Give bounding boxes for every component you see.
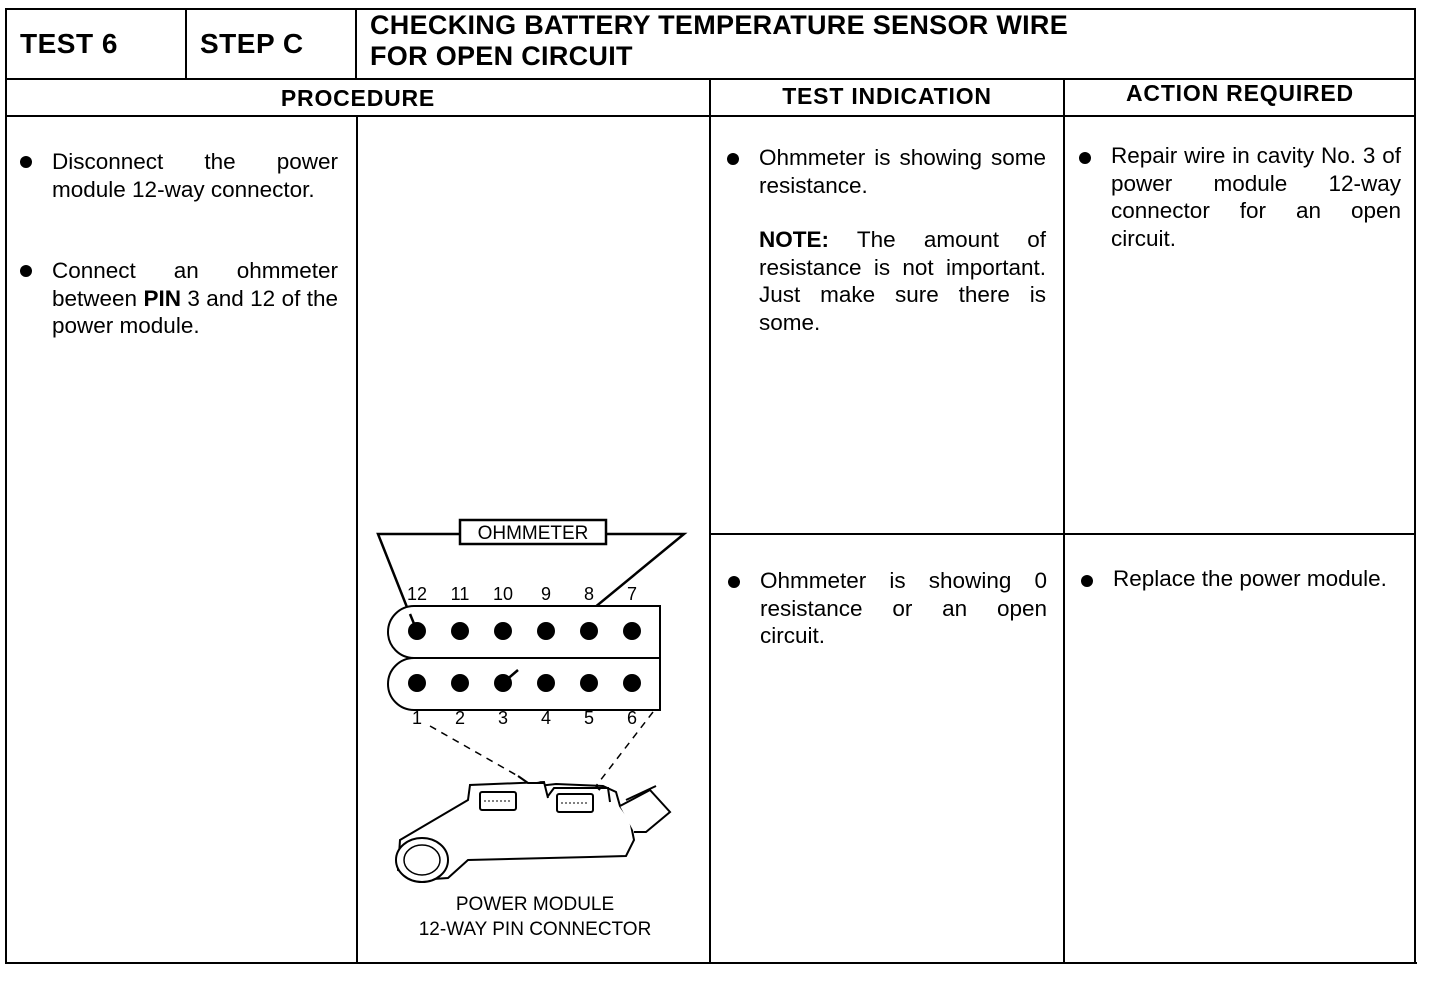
note-label: NOTE: bbox=[759, 227, 829, 252]
pin-number: 3 bbox=[498, 708, 508, 728]
page-title: CHECKING BATTERY TEMPERATURE SENSOR WIRE… bbox=[370, 10, 1068, 72]
pin-number: 6 bbox=[627, 708, 637, 728]
caption-line-1: POWER MODULE bbox=[456, 894, 614, 915]
indication-1: Ohmmeter is showing some resistance. bbox=[759, 145, 1046, 198]
bullet-icon bbox=[728, 576, 740, 588]
action-2: Replace the power module. bbox=[1113, 566, 1387, 591]
indication-2: Ohmmeter is showing 0 resistance or an o… bbox=[760, 568, 1047, 648]
column-header-test-indication: TEST INDICATION bbox=[782, 83, 992, 109]
pin-number: 2 bbox=[455, 708, 465, 728]
top-pin-row bbox=[408, 622, 641, 640]
caption-line-2: 12-WAY PIN CONNECTOR bbox=[419, 919, 652, 940]
title-line-1: CHECKING BATTERY TEMPERATURE SENSOR WIRE bbox=[370, 10, 1069, 40]
pin-number: 4 bbox=[541, 708, 551, 728]
pin-connector bbox=[387, 605, 661, 711]
step-label: STEP C bbox=[200, 28, 304, 59]
note-text: The amount of resistance is not importan… bbox=[759, 227, 1046, 335]
ohmmeter-box bbox=[458, 518, 608, 546]
bullet-icon bbox=[1079, 152, 1091, 164]
test-number: TEST 6 bbox=[20, 28, 118, 59]
projection-lines bbox=[429, 711, 654, 787]
pin-number: 8 bbox=[584, 584, 594, 604]
pin-number: 12 bbox=[407, 584, 427, 604]
action-1: Repair wire in cavity No. 3 of power mod… bbox=[1111, 143, 1401, 251]
ohmmeter-label: OHMMETER bbox=[478, 523, 589, 544]
title-line-2: FOR OPEN CIRCUIT bbox=[370, 41, 633, 71]
column-header-action-required: ACTION REQUIRED bbox=[1126, 80, 1354, 106]
connector-diagram: OHMMETER 12 11 10 9 8 7 1 2 3 bbox=[376, 518, 688, 940]
procedure-step-1: Disconnect the power module 12-way conne… bbox=[52, 149, 338, 202]
pin-number: 11 bbox=[451, 584, 470, 604]
step-2-text-a: Connect an ohmmeter between bbox=[52, 258, 338, 311]
column-header-procedure: PROCEDURE bbox=[280, 85, 436, 111]
bullet-icon bbox=[727, 153, 739, 165]
bullet-icon bbox=[1081, 575, 1093, 587]
pin-number: 10 bbox=[493, 584, 513, 604]
step-2-text-b: 3 and 12 of the power module. bbox=[52, 285, 338, 339]
step-2-pin-label: PIN bbox=[143, 285, 181, 311]
note-1: NOTE: The amount of resistance is not im… bbox=[759, 226, 1046, 336]
procedure-step-2: Connect an ohmmeter between PIN 3 and 12… bbox=[52, 257, 338, 340]
pin-number: 9 bbox=[541, 584, 551, 604]
pin-number: 5 bbox=[584, 708, 594, 728]
pin-number: 7 bbox=[627, 584, 637, 604]
bullet-icon bbox=[20, 265, 32, 277]
power-module-illustration bbox=[395, 775, 672, 883]
pin-number: 1 bbox=[412, 708, 422, 728]
bullet-icon bbox=[20, 156, 32, 168]
